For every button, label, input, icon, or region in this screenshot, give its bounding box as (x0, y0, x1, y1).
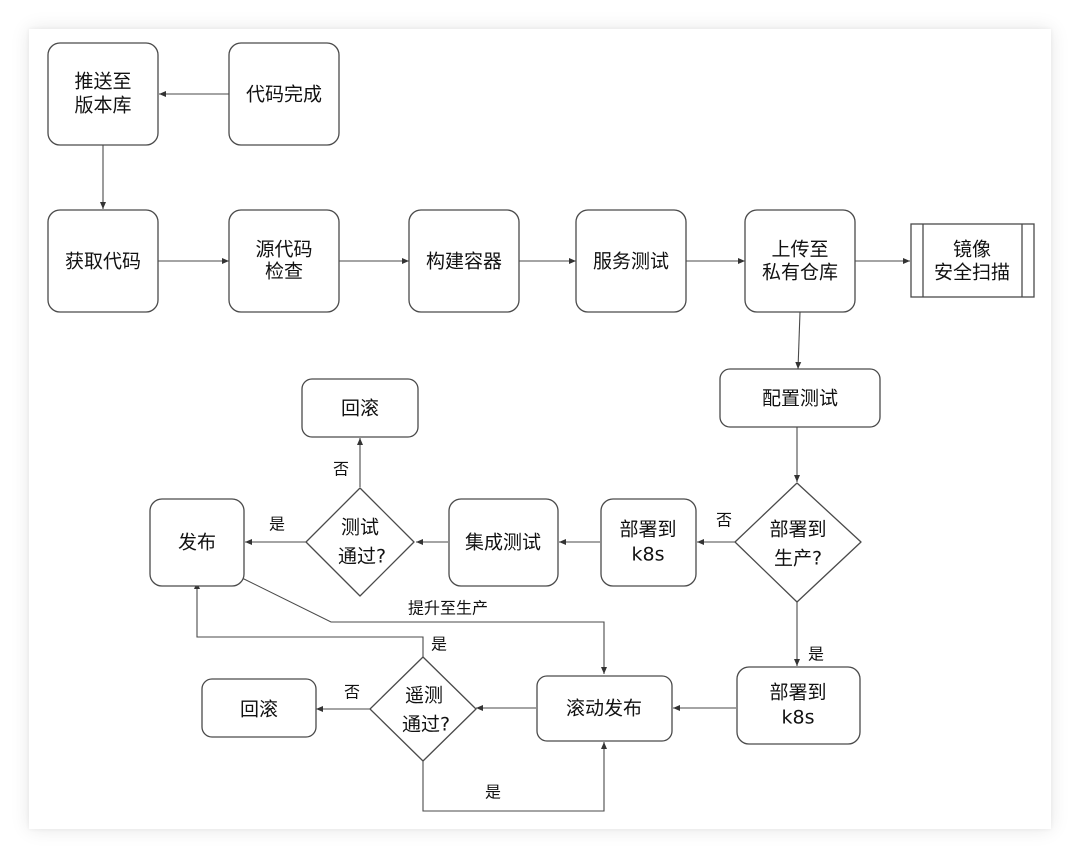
node-image-scan-label-1: 镜像 (953, 239, 991, 261)
edge-label-prod-no: 否 (716, 511, 732, 530)
node-integration-test[interactable]: 集成测试 (448, 498, 559, 587)
node-test-pass-decision-label-2: 通过? (338, 546, 386, 568)
node-rollback-top-label: 回滚 (341, 398, 379, 420)
node-fetch-code[interactable]: 获取代码 (47, 209, 159, 313)
node-source-check-label-2: 检查 (265, 261, 303, 283)
node-code-done-label: 代码完成 (246, 84, 322, 106)
node-push-repo-label-1: 推送至 (74, 71, 131, 93)
node-image-scan-label-2: 安全扫描 (934, 262, 1010, 284)
node-test-pass-decision-label-1: 测试 (341, 517, 379, 539)
node-deploy-k8s-prod-label-1: 部署到 (769, 682, 826, 704)
node-deploy-k8s-prod-label-2: k8s (782, 707, 815, 729)
edge-label-telemetry-no: 否 (344, 683, 360, 702)
node-telemetry-decision-label-2: 通过? (402, 714, 450, 736)
node-telemetry-decision-label-1: 遥测 (405, 685, 443, 707)
edge-label-prod-yes: 是 (808, 645, 824, 664)
node-deploy-k8s-test-label-2: k8s (632, 544, 665, 566)
node-image-scan[interactable]: 镜像 安全扫描 (910, 223, 1035, 298)
node-integration-test-label: 集成测试 (465, 532, 541, 554)
edge-telemetry-yes-down (422, 742, 607, 812)
node-rollback-bottom[interactable]: 回滚 (201, 678, 317, 738)
node-build-container-label: 构建容器 (426, 251, 502, 273)
node-rollback-top[interactable]: 回滚 (301, 378, 419, 438)
node-deploy-k8s-prod[interactable]: 部署到 k8s (736, 666, 861, 745)
node-source-check[interactable]: 源代码 检查 (228, 209, 340, 313)
node-release[interactable]: 发布 (149, 498, 245, 587)
node-deploy-k8s-test-label-1: 部署到 (619, 519, 676, 541)
node-release-label: 发布 (178, 532, 216, 554)
node-source-check-label-1: 源代码 (255, 239, 312, 261)
node-deploy-k8s-test[interactable]: 部署到 k8s (600, 498, 697, 587)
node-fetch-code-label: 获取代码 (65, 251, 141, 273)
node-build-container[interactable]: 构建容器 (408, 209, 520, 313)
node-service-test-label: 服务测试 (593, 251, 669, 273)
node-rolling-release[interactable]: 滚动发布 (536, 675, 673, 742)
node-push-repo-label-2: 版本库 (74, 95, 131, 117)
node-push-repo[interactable]: 推送至 版本库 (47, 42, 159, 146)
node-config-test-label: 配置测试 (762, 388, 838, 410)
edge-label-promote: 提升至生产 (408, 599, 488, 618)
edge-upload-to-config (795, 311, 802, 370)
node-upload-registry-label-2: 私有仓库 (762, 262, 838, 284)
edge-telemetry-yes-up (194, 582, 424, 657)
edge-label-test-no: 否 (333, 460, 349, 479)
node-test-pass-decision[interactable]: 测试 通过? (305, 487, 415, 597)
node-telemetry-decision[interactable]: 遥测 通过? (369, 656, 477, 762)
node-deploy-prod-decision-label-1: 部署到 (769, 519, 826, 541)
edges (100, 91, 910, 812)
edge-label-telemetry-yes-up: 是 (431, 635, 447, 654)
node-upload-registry[interactable]: 上传至 私有仓库 (744, 209, 856, 313)
node-deploy-prod-decision-label-2: 生产? (774, 548, 822, 570)
node-service-test[interactable]: 服务测试 (575, 209, 687, 313)
node-config-test[interactable]: 配置测试 (719, 368, 881, 428)
node-code-done[interactable]: 代码完成 (228, 42, 340, 146)
edge-label-telemetry-yes-down: 是 (485, 783, 501, 802)
node-rollback-bottom-label: 回滚 (240, 699, 278, 721)
node-deploy-prod-decision[interactable]: 部署到 生产? (734, 482, 862, 603)
node-rolling-release-label: 滚动发布 (566, 698, 642, 720)
edge-promote (241, 577, 607, 674)
node-upload-registry-label-1: 上传至 (771, 239, 828, 261)
edge-label-test-yes: 是 (269, 515, 285, 534)
